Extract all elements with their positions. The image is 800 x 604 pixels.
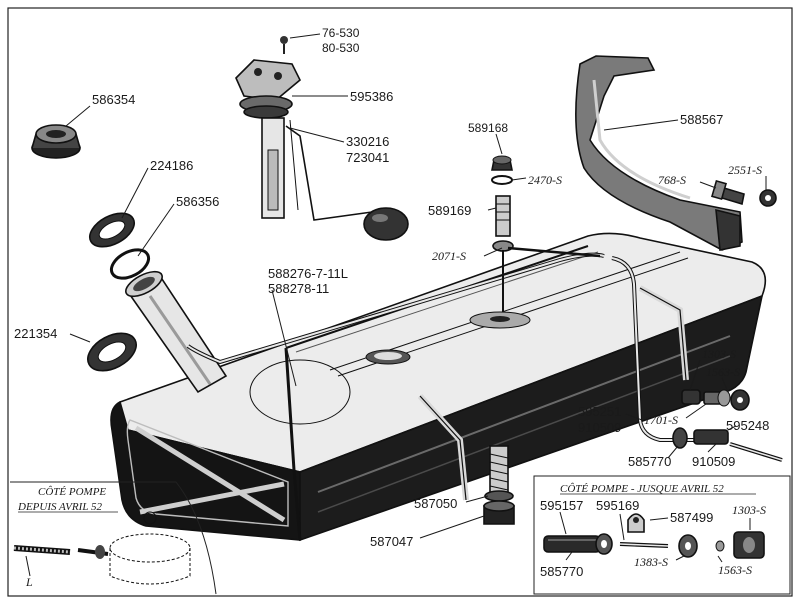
drain-bolt xyxy=(483,445,515,525)
label-723041: 723041 xyxy=(346,150,389,165)
inset-left-marker: L xyxy=(25,575,33,589)
label-1383-s: 1383-S xyxy=(634,555,668,569)
label-587050: 587050 xyxy=(414,496,457,511)
label-2551-s: 2551-S xyxy=(728,163,762,177)
label-2071-s: 2071-S xyxy=(432,249,466,263)
line-fittings xyxy=(672,427,783,462)
label-595251: 595251 xyxy=(578,404,621,419)
inset-right-title: CÔTÉ POMPE - JUSQUE AVRIL 52 xyxy=(560,483,724,495)
label-589169: 589169 xyxy=(428,203,471,218)
label-595157: 595157 xyxy=(540,498,583,513)
label-224186: 224186 xyxy=(150,158,193,173)
diagram-frame xyxy=(7,7,793,597)
ring-586356 xyxy=(109,248,151,280)
label-1563-s-right: 1563-S xyxy=(706,365,740,379)
label-589168: 589168 xyxy=(468,121,508,135)
label-585770-a: 585770 xyxy=(628,454,671,469)
label-80-530: 80-530 xyxy=(322,41,360,55)
nut-2551 xyxy=(759,189,777,207)
fuel-tap xyxy=(491,155,601,312)
filler-cap xyxy=(31,124,81,159)
label-1701-s: 1701-S xyxy=(644,413,678,427)
label-587047: 587047 xyxy=(370,534,413,549)
label-587499: 587499 xyxy=(670,510,713,525)
bracket-588567 xyxy=(575,55,743,251)
label-910509-b: 910509 xyxy=(692,454,735,469)
label-2470-s: 2470-S xyxy=(528,173,562,187)
label-768-s: 768-S xyxy=(658,173,686,187)
inset-left-title-2: DEPUIS AVRIL 52 xyxy=(17,501,102,513)
label-595169: 595169 xyxy=(596,498,639,513)
label-586354: 586354 xyxy=(92,92,135,107)
label-1563-s-box: 1563-S xyxy=(718,563,752,577)
label-76-530: 76-530 xyxy=(322,26,360,40)
filler-neck xyxy=(125,270,228,394)
gasket-221354 xyxy=(87,332,137,372)
label-588276: 588276-7-11L xyxy=(268,266,348,281)
callouts: 76-530 80-530 595386 330216 723041 58635… xyxy=(14,26,769,549)
gasket-224186 xyxy=(89,212,135,248)
label-588567: 588567 xyxy=(680,112,723,127)
inset-left: CÔTÉ POMPE DEPUIS AVRIL 52 L xyxy=(10,481,217,595)
inset-left-title-1: CÔTÉ POMPE xyxy=(38,486,106,498)
label-586356: 586356 xyxy=(176,194,219,209)
label-330216: 330216 xyxy=(346,134,389,149)
label-1303-s-right: 1303-S xyxy=(702,347,736,361)
fittings-right xyxy=(681,389,750,411)
label-1303-s-box: 1303-S xyxy=(732,503,766,517)
gauge-sender xyxy=(235,36,409,241)
label-595386: 595386 xyxy=(350,89,393,104)
label-595248: 595248 xyxy=(726,418,769,433)
label-910509-a: 910509 xyxy=(578,420,621,435)
inset-right: CÔTÉ POMPE - JUSQUE AVRIL 52 595157 5951… xyxy=(533,475,791,595)
label-221354: 221354 xyxy=(14,326,57,341)
label-585770-b: 585770 xyxy=(540,564,583,579)
label-588278: 588278-11 xyxy=(268,281,329,296)
bolt-768 xyxy=(710,179,745,206)
